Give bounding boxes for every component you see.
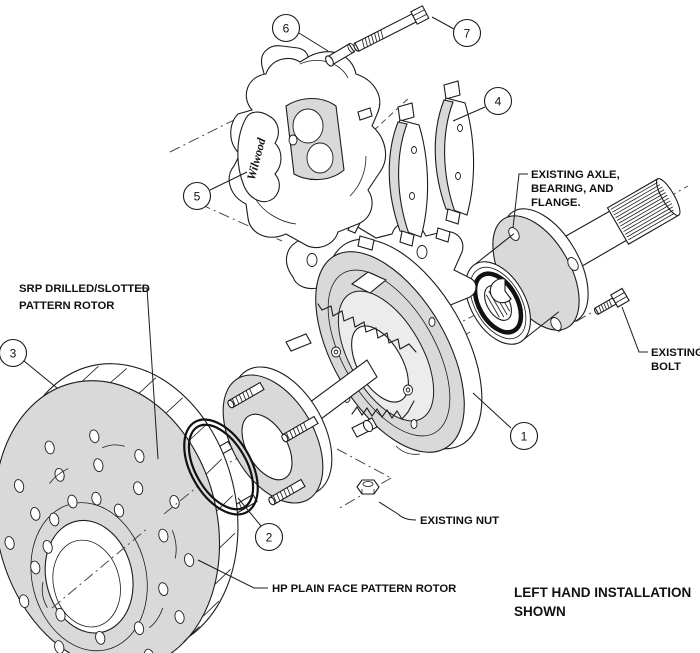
label-existing-bolt-line1: EXISTING [651,347,700,359]
rotor [0,363,239,653]
callout-7: 7 [452,18,482,48]
note-installation-line1: LEFT HAND INSTALLATION [514,585,691,600]
caliper-bolt [353,5,430,52]
callout-3: 3 [0,338,28,368]
callouts: 1 2 3 4 5 6 7 [0,13,539,552]
adjuster-spring [351,400,415,420]
rotor-slots [41,444,177,629]
existing-bolt [593,287,630,315]
brake-pads [357,80,475,251]
shoe-anchor [350,271,388,294]
adjuster-star-wheel [362,419,374,433]
callout-4: 4 [483,86,513,116]
text-labels: SRP DRILLED/SLOTTED PATTERN ROTOR EXISTI… [19,169,700,619]
svg-text:2: 2 [266,531,273,545]
callout-2: 2 [254,522,284,552]
svg-text:3: 3 [10,347,17,361]
return-spring [317,303,417,353]
label-existing-nut: EXISTING NUT [420,515,499,527]
label-srp-rotor-line2: PATTERN ROTOR [19,300,114,312]
svg-text:7: 7 [464,27,471,41]
callout-1: 1 [509,421,539,451]
caliper-logo-face [237,111,282,203]
svg-text:6: 6 [283,22,290,36]
svg-text:5: 5 [194,190,201,204]
note-installation-line2: SHOWN [514,604,566,619]
label-existing-bolt-line2: BOLT [651,361,681,373]
label-existing-axle-line3: FLANGE. [531,197,581,209]
label-hp-rotor: HP PLAIN FACE PATTERN ROTOR [272,583,456,595]
label-srp-rotor-line1: SRP DRILLED/SLOTTED [19,283,150,295]
bracket-hook [489,278,512,304]
pad-clip [357,107,373,121]
callout-5: 5 [182,181,212,211]
existing-axle-assembly [465,178,681,345]
o-ring [183,418,259,516]
existing-nut [356,479,380,495]
label-existing-axle-line2: BEARING, AND [531,183,613,195]
caliper: Wilwood [228,45,387,249]
label-existing-axle-line1: EXISTING AXLE, [531,169,620,181]
svg-text:4: 4 [495,95,502,109]
svg-text:1: 1 [521,430,528,444]
axle-spline [606,178,681,245]
pad-clip [435,227,451,243]
leader-lines [23,16,648,589]
rotor-drilled-holes [4,429,195,653]
callout-6: 6 [271,13,301,43]
pad-clip [357,235,375,251]
backing-plate-assembly [280,238,483,455]
